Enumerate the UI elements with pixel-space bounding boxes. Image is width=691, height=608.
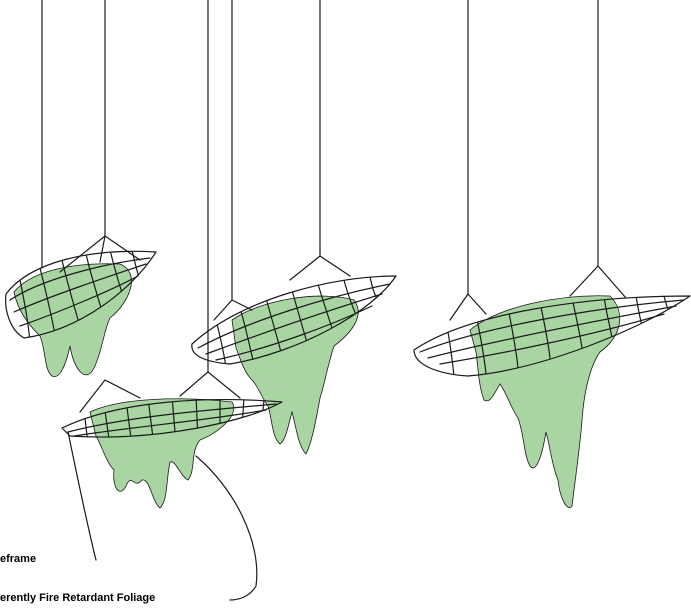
foliage	[14, 264, 620, 508]
leader-foliage	[196, 456, 257, 600]
foliage-middle	[232, 296, 358, 454]
label-foliage: erently Fire Retardant Foliage	[0, 592, 155, 604]
label-wireframe: eframe	[0, 553, 36, 565]
foliage-left	[14, 264, 131, 377]
leader-wireframe	[68, 432, 96, 560]
